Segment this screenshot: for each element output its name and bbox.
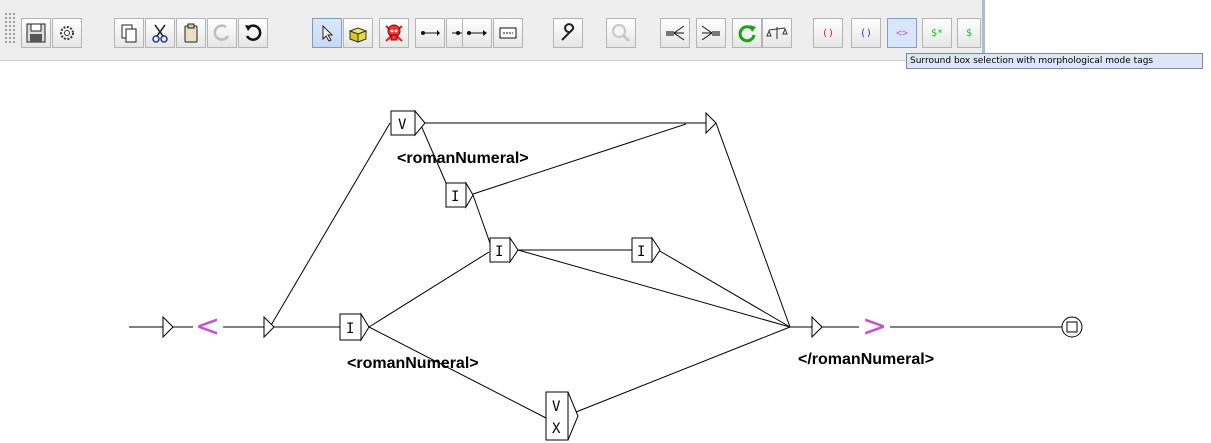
box-i-mid-label: I [495,244,503,260]
angle-brackets-label: <> [895,27,909,39]
graph-box-icon [499,27,517,39]
compile-button[interactable] [52,18,82,48]
wrench-icon [561,23,575,41]
scissors-icon [152,24,168,43]
connector-triangle-left[interactable] [263,315,275,339]
box-v-top[interactable]: V [390,109,426,137]
redo-icon [213,24,230,41]
output-roman-numeral-end: </romanNumeral> [798,351,934,368]
box-i-right[interactable]: I [631,236,661,264]
balance-icon [766,27,788,39]
select-mode-button[interactable] [312,18,342,48]
refresh-icon [738,25,756,43]
refresh-button[interactable] [732,18,762,48]
gear-icon [60,26,74,40]
arrow-right-icon [467,30,487,36]
cursor-arrow-icon [322,24,334,42]
box-i-upper-label: I [451,189,459,205]
tooltip: Surround box selection with morphologica… [906,53,1203,69]
magnifier-icon [612,24,631,43]
split-box-button[interactable] [660,18,690,48]
box-i-left-label: I [346,321,354,337]
connect-arrow-icon [421,30,440,36]
align-button[interactable] [762,18,792,48]
dollar-label: $ [965,27,973,39]
box-v-top-label: V [398,117,407,133]
connector-triangle-right[interactable] [811,315,823,339]
blue-parentheses-label: () [859,27,873,39]
save-button[interactable] [21,18,51,48]
paste-button[interactable] [176,18,206,48]
toolbar-grip[interactable] [4,12,16,44]
undo-icon [245,24,262,41]
output-roman-numeral-upper: <romanNumeral> [397,150,529,167]
box-vx[interactable]: V X [545,391,579,441]
box-i-right-label: I [637,244,645,260]
close-angle-symbol[interactable]: > [862,309,887,344]
red-parentheses-label: () [821,27,835,39]
floppy-disk-icon [26,23,46,43]
toolbar-divider [982,0,985,60]
copy-button[interactable] [114,18,144,48]
delete-box-button[interactable] [379,18,409,48]
surround-blue-parentheses-button[interactable]: () [851,18,881,48]
surround-red-parentheses-button[interactable]: () [813,18,843,48]
tools-button[interactable] [553,18,583,48]
merge-arrows-icon [701,25,720,41]
clipboard-icon [184,23,198,43]
undo-button[interactable] [238,18,268,48]
redo-button[interactable] [207,18,237,48]
transitions [129,122,1062,419]
box-icon [348,27,368,43]
box-vx-bottom-label: X [552,421,561,437]
box-i-upper[interactable]: I [445,181,474,209]
open-graph-button[interactable] [493,18,523,48]
box-i-mid[interactable]: I [489,236,519,264]
create-box-button[interactable] [343,18,373,48]
surround-dollar-button[interactable]: $ [957,18,981,48]
final-state[interactable] [1061,316,1083,338]
toolbar: () () <> $* $ [0,0,983,61]
surround-dollar-star-button[interactable]: $* [922,18,952,48]
box-i-left[interactable]: I [339,312,370,342]
link-out-button[interactable] [462,18,492,48]
copy-icon [121,24,137,43]
initial-state-triangle[interactable] [162,315,174,339]
merge-box-button[interactable] [696,18,726,48]
split-arrows-icon [666,25,685,41]
output-roman-numeral-lower: <romanNumeral> [347,355,479,372]
open-angle-symbol[interactable]: < [195,309,220,344]
box-vx-top-label: V [552,399,561,415]
connector-triangle-top[interactable] [705,111,717,135]
link-boxes-button[interactable] [415,18,445,48]
surround-morphological-mode-button[interactable]: <> [887,18,917,48]
cut-button[interactable] [145,18,175,48]
skull-icon [385,24,403,42]
zoom-button[interactable] [606,18,636,48]
dollar-star-label: $* [930,27,944,39]
